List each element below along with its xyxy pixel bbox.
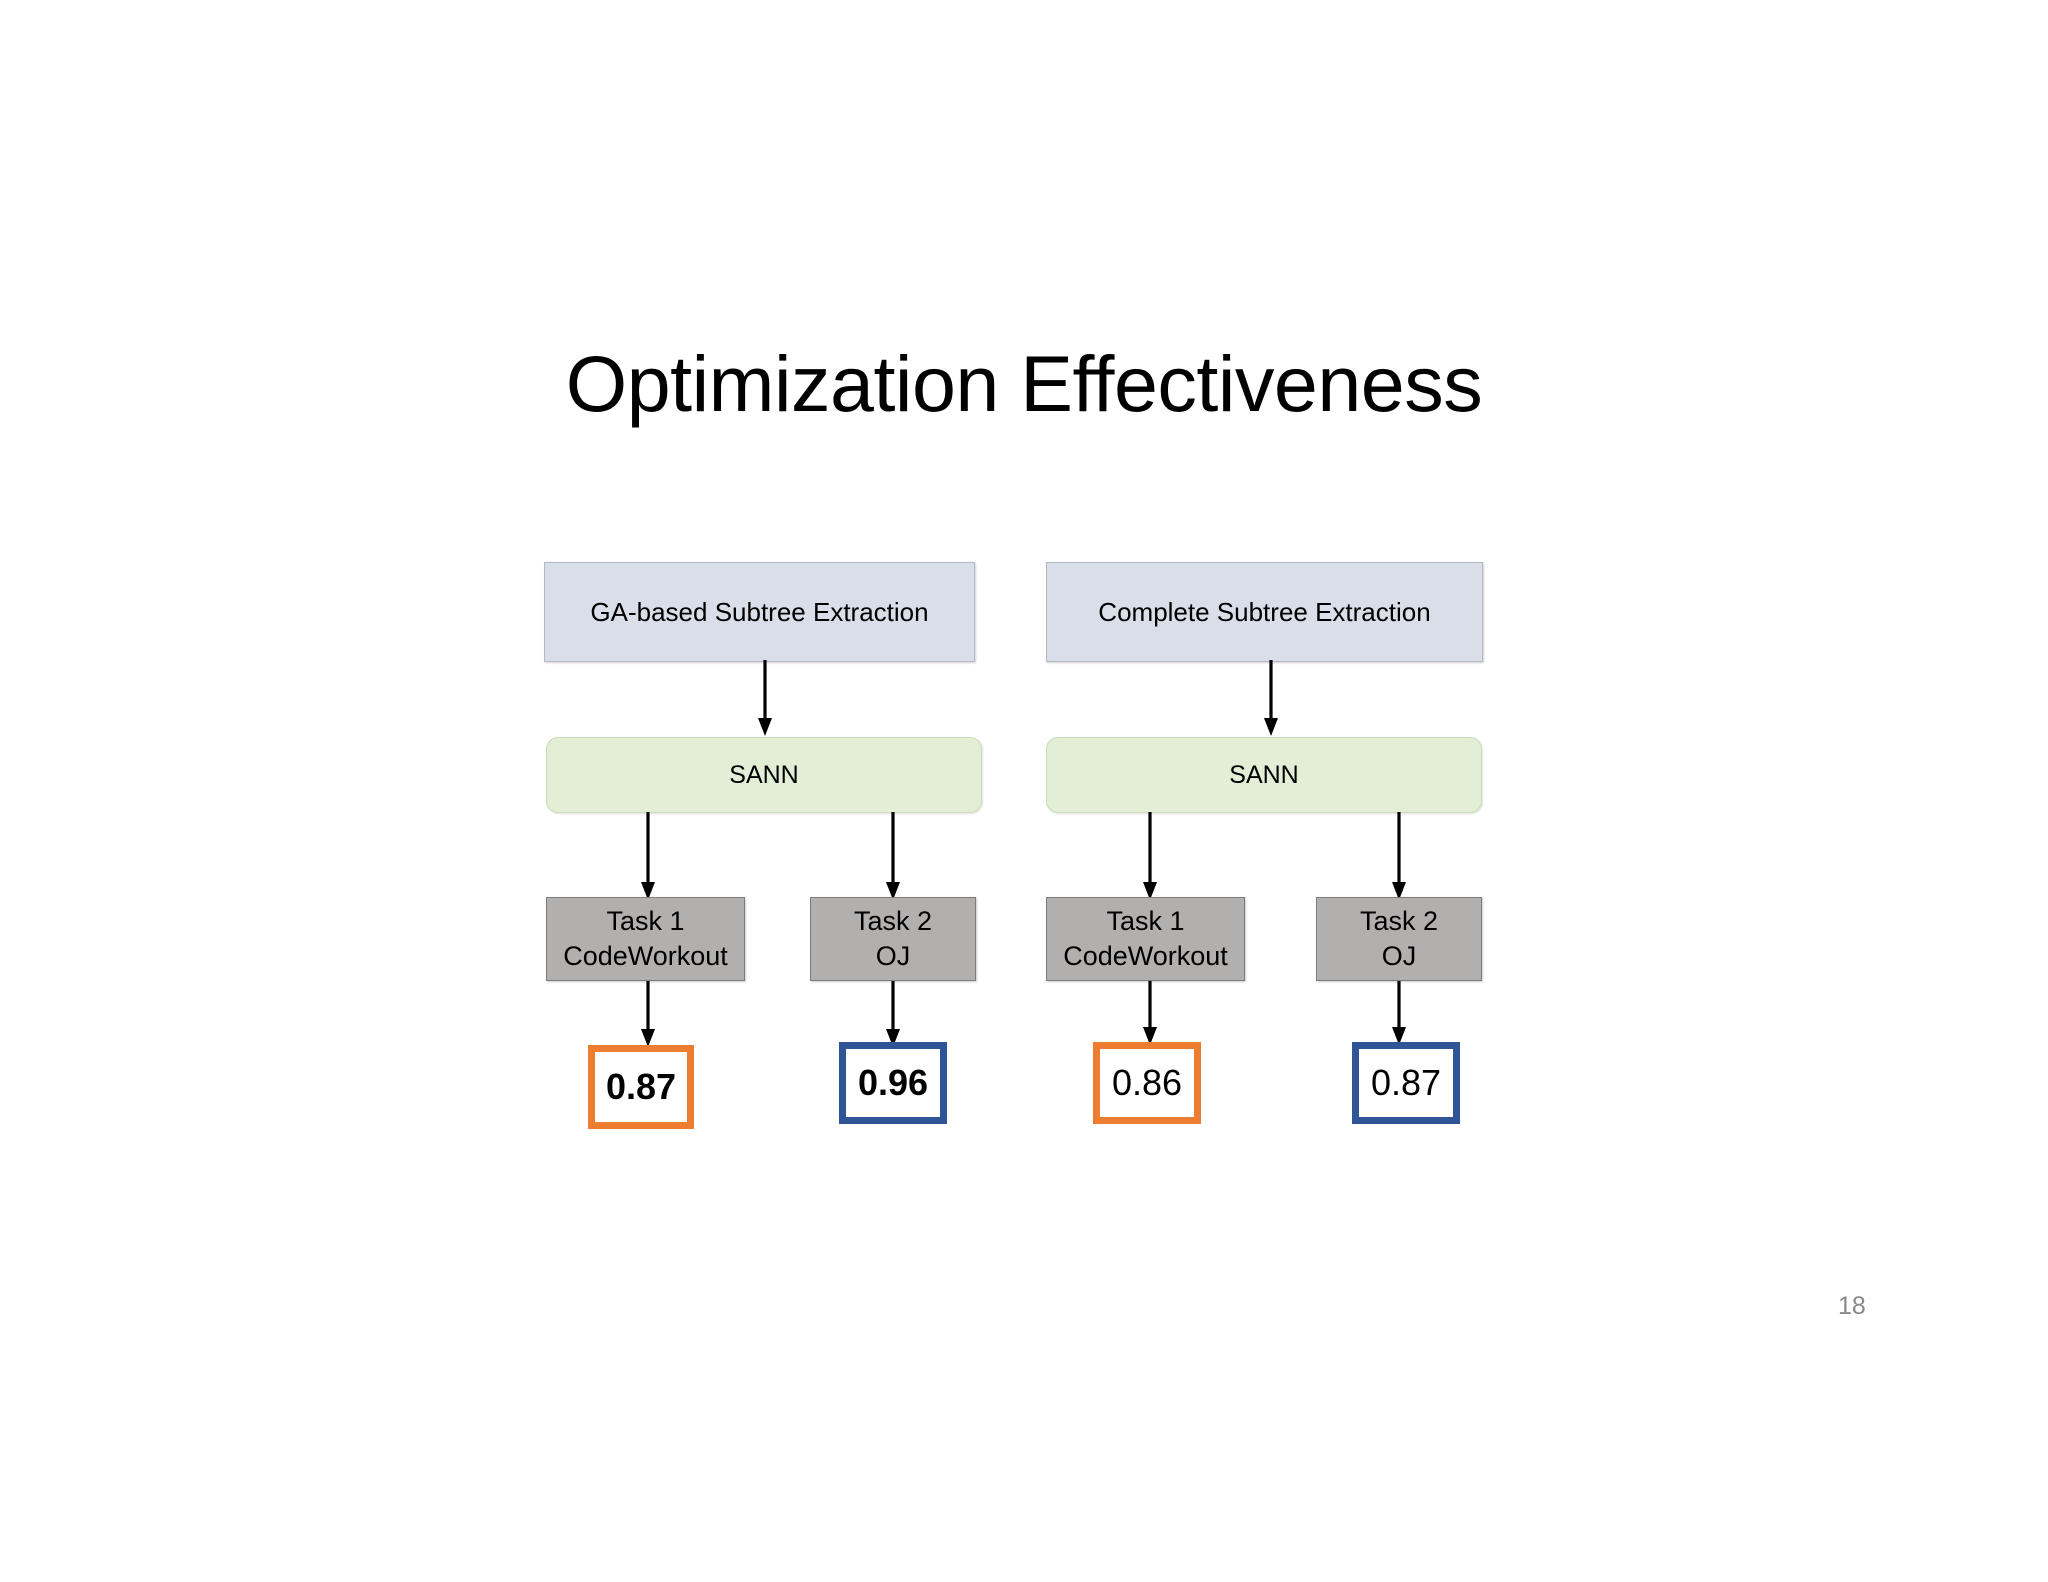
task-box-task-1-complete[interactable]: Task 1 CodeWorkout — [1046, 897, 1245, 981]
task-box-task-2-ga-based[interactable]: Task 2 OJ — [810, 897, 976, 981]
score-value: 0.96 — [857, 1062, 929, 1103]
connector-source-to-model-ga-based — [758, 660, 772, 736]
source-box-complete[interactable]: Complete Subtree Extraction — [1046, 562, 1483, 662]
source-box-label: Complete Subtree Extraction — [1098, 596, 1431, 627]
task-box-title: Task 2 — [1359, 906, 1439, 937]
task-box-subtitle: CodeWorkout — [1063, 941, 1228, 971]
task-box-title: Task 2 — [853, 906, 933, 937]
task-box-subtitle: OJ — [1381, 941, 1417, 971]
connector-model-to-task-1-complete — [1143, 812, 1157, 900]
connector-task-1-to-score-complete — [1143, 981, 1157, 1045]
connector-model-to-task-1-ga-based — [641, 812, 655, 900]
page-number: 18 — [1838, 1292, 1866, 1320]
connector-source-to-model-complete — [1264, 660, 1278, 736]
score-value: 0.87 — [605, 1066, 677, 1107]
score-box-task-2-ga-based[interactable]: 0.96 — [839, 1042, 947, 1124]
connector-model-to-task-2-ga-based — [886, 812, 900, 900]
task-box-subtitle: OJ — [875, 941, 911, 971]
score-box-task-1-complete[interactable]: 0.86 — [1093, 1042, 1201, 1124]
score-box-task-1-ga-based[interactable]: 0.87 — [588, 1045, 694, 1129]
source-box-ga-based[interactable]: GA-based Subtree Extraction — [544, 562, 975, 662]
task-box-task-1-ga-based[interactable]: Task 1 CodeWorkout — [546, 897, 745, 981]
score-value: 0.86 — [1111, 1062, 1183, 1103]
page-title: Optimization Effectiveness — [565, 339, 1483, 428]
connector-model-to-task-2-complete — [1392, 812, 1406, 900]
score-box-task-2-complete[interactable]: 0.87 — [1352, 1042, 1460, 1124]
model-box-sann-ga-based[interactable]: SANN — [546, 737, 982, 813]
model-box-label: SANN — [729, 760, 799, 789]
score-value: 0.87 — [1370, 1062, 1442, 1103]
connector-task-2-to-score-complete — [1392, 981, 1406, 1045]
task-box-task-2-complete[interactable]: Task 2 OJ — [1316, 897, 1482, 981]
model-box-sann-complete[interactable]: SANN — [1046, 737, 1482, 813]
task-box-title: Task 1 — [1106, 906, 1185, 937]
source-box-label: GA-based Subtree Extraction — [590, 596, 929, 627]
task-box-subtitle: CodeWorkout — [563, 941, 728, 971]
model-box-label: SANN — [1229, 760, 1299, 789]
task-box-title: Task 1 — [606, 906, 685, 937]
connector-task-1-to-score-ga-based — [641, 981, 655, 1047]
connector-task-2-to-score-ga-based — [886, 981, 900, 1047]
